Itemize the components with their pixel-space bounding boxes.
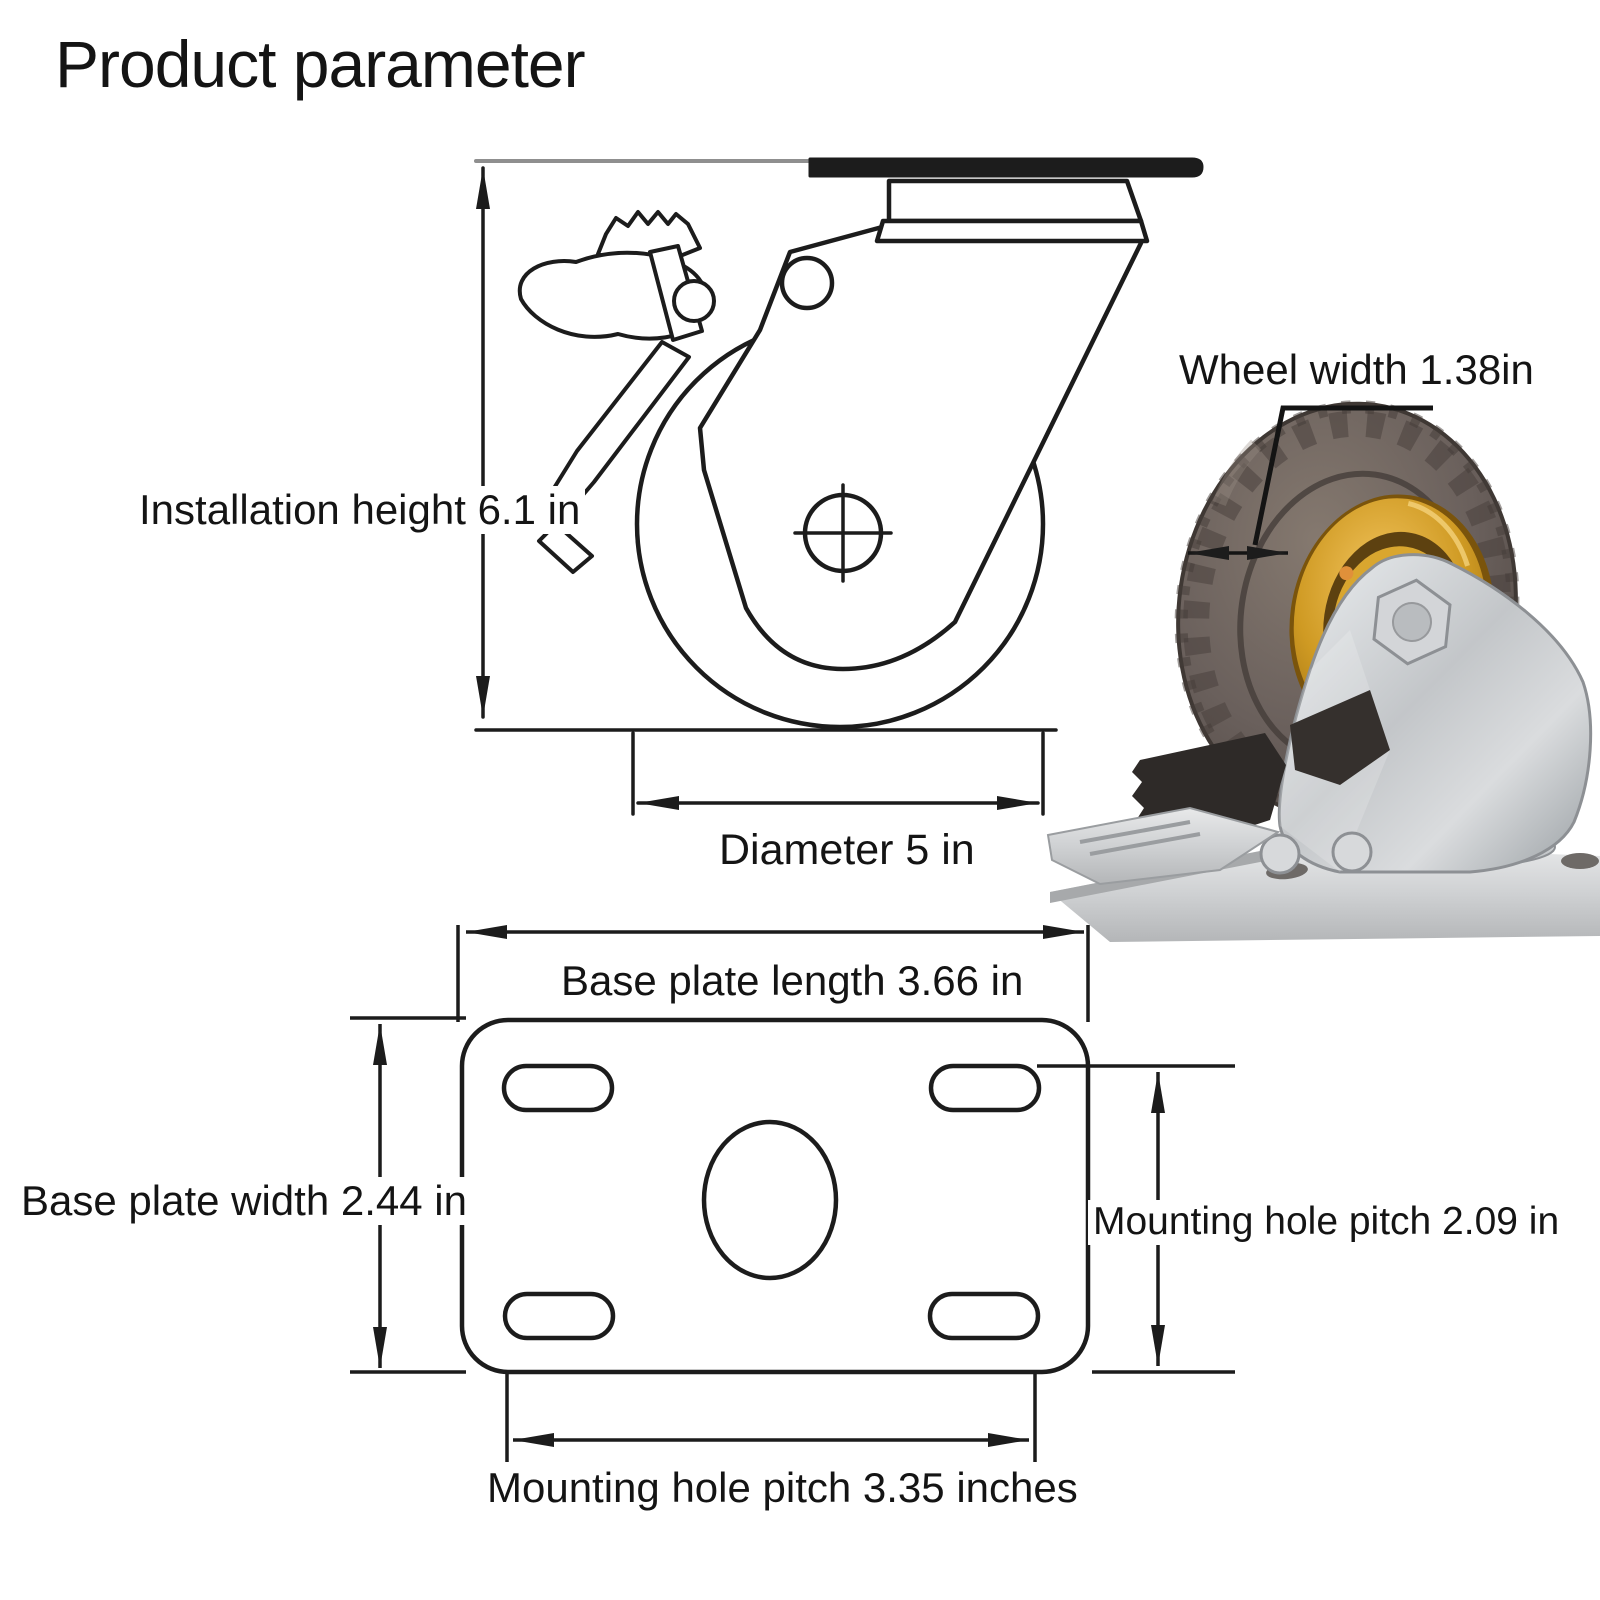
rivet	[1259, 833, 1301, 875]
fork-hole	[779, 255, 835, 311]
base-length-dimension	[456, 925, 1090, 1022]
swivel-ring	[874, 218, 1150, 244]
brake-lever-drawing	[517, 210, 716, 574]
swivel-flange	[886, 178, 1144, 224]
brake-pivot	[672, 279, 716, 323]
page-title: Product parameter	[55, 27, 586, 101]
photo-fork	[1277, 553, 1593, 874]
base-plate-width-label: Base plate width 2.44 in	[16, 1177, 472, 1226]
wheel-photo	[1046, 400, 1600, 942]
top-plate-bar	[808, 157, 1204, 178]
base-plate-outline	[459, 1017, 1091, 1375]
hex-bolt	[1372, 578, 1452, 666]
diameter-label: Diameter 5 in	[714, 826, 980, 876]
wheel-width-label: Wheel width 1.38in	[1179, 346, 1534, 393]
hole-pitch-horizontal-dimension	[505, 1374, 1037, 1462]
mounting-slot-top-right	[928, 1063, 1042, 1113]
mounting-slot-top-left	[501, 1063, 615, 1113]
mounting-slot-bottom-right	[927, 1291, 1041, 1341]
mounting-hole-pitch-horizontal-label: Mounting hole pitch 3.35 inches	[482, 1464, 1083, 1513]
base-plate-length-label: Base plate length 3.66 in	[556, 957, 1029, 1006]
center-hole	[701, 1119, 839, 1281]
brake-arm-foot	[537, 522, 594, 574]
caster-side-view-drawing	[474, 157, 1204, 816]
installation-height-label: Installation height 6.1 in	[134, 486, 586, 535]
diameter-dimension	[631, 731, 1045, 816]
brake-mechanism	[1290, 690, 1390, 785]
fork-outline	[697, 223, 1144, 672]
bracket-foot	[1046, 806, 1281, 886]
base-plate-drawing	[350, 925, 1235, 1462]
mounting-hole-pitch-vertical-label: Mounting hole pitch 2.09 in	[1088, 1200, 1565, 1245]
wheel-width-dimension	[1188, 405, 1433, 560]
rivet	[1331, 831, 1373, 873]
mounting-slot-bottom-left	[502, 1291, 616, 1341]
